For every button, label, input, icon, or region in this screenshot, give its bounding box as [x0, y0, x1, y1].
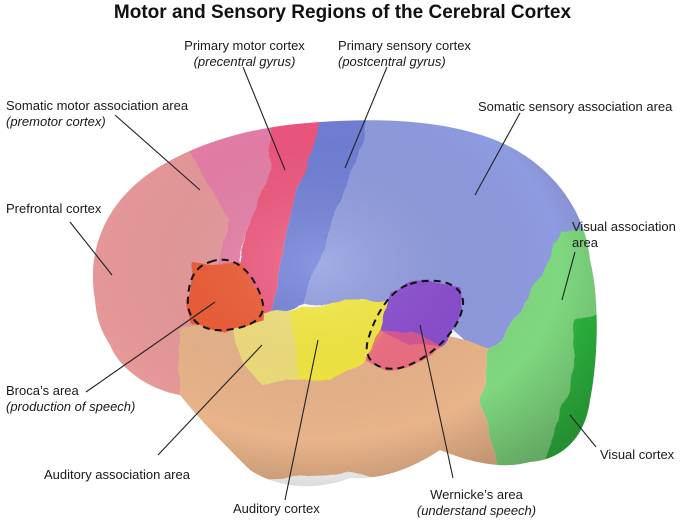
label-somatic-motor-name: Somatic motor association area	[6, 98, 189, 113]
diagram-title: Motor and Sensory Regions of the Cerebra…	[113, 2, 572, 23]
label-visual-assoc-line2: area	[572, 235, 599, 250]
wernicke-outline	[365, 279, 465, 370]
label-primary-sensory-name: Primary sensory cortex	[338, 38, 471, 53]
leader-lines	[69, 66, 597, 501]
label-wernicke: Wernicke’s area (understand speech)	[404, 487, 549, 519]
label-wernicke-sub: (understand speech)	[416, 503, 537, 518]
label-broca-name: Broca’s area	[6, 383, 79, 398]
label-primary-motor: Primary motor cortex (precentral gyrus)	[172, 38, 317, 70]
label-visual-assoc: Visual association area	[572, 219, 676, 251]
label-wernicke-name: Wernicke’s area	[430, 487, 523, 502]
label-primary-sensory-sub: (postcentral gyrus)	[338, 54, 446, 69]
brain-shading	[92, 120, 597, 487]
broca-outline	[186, 258, 265, 332]
label-visual-cortex-name: Visual cortex	[600, 447, 675, 462]
label-auditory-assoc-name: Auditory association area	[44, 467, 190, 482]
label-somatic-sensory-name: Somatic sensory association area	[478, 99, 673, 114]
label-primary-sensory: Primary sensory cortex (postcentral gyru…	[338, 38, 471, 70]
label-broca-sub: (production of speech)	[6, 399, 136, 414]
label-broca: Broca’s area (production of speech)	[6, 383, 135, 415]
label-auditory: Auditory cortex	[233, 501, 320, 517]
label-somatic-motor-sub: (premotor cortex)	[6, 114, 106, 129]
label-primary-motor-sub: (precentral gyrus)	[193, 54, 296, 69]
label-auditory-assoc: Auditory association area	[44, 467, 190, 483]
label-primary-motor-name: Primary motor cortex	[184, 38, 305, 53]
label-prefrontal: Prefrontal cortex	[6, 201, 101, 217]
label-somatic-motor: Somatic motor association area (premotor…	[6, 98, 188, 130]
label-prefrontal-name: Prefrontal cortex	[6, 201, 102, 216]
label-somatic-sensory: Somatic sensory association area	[478, 99, 672, 115]
label-visual-cortex: Visual cortex	[600, 447, 674, 463]
label-visual-assoc-line1: Visual association	[572, 219, 676, 234]
label-auditory-name: Auditory cortex	[233, 501, 320, 516]
